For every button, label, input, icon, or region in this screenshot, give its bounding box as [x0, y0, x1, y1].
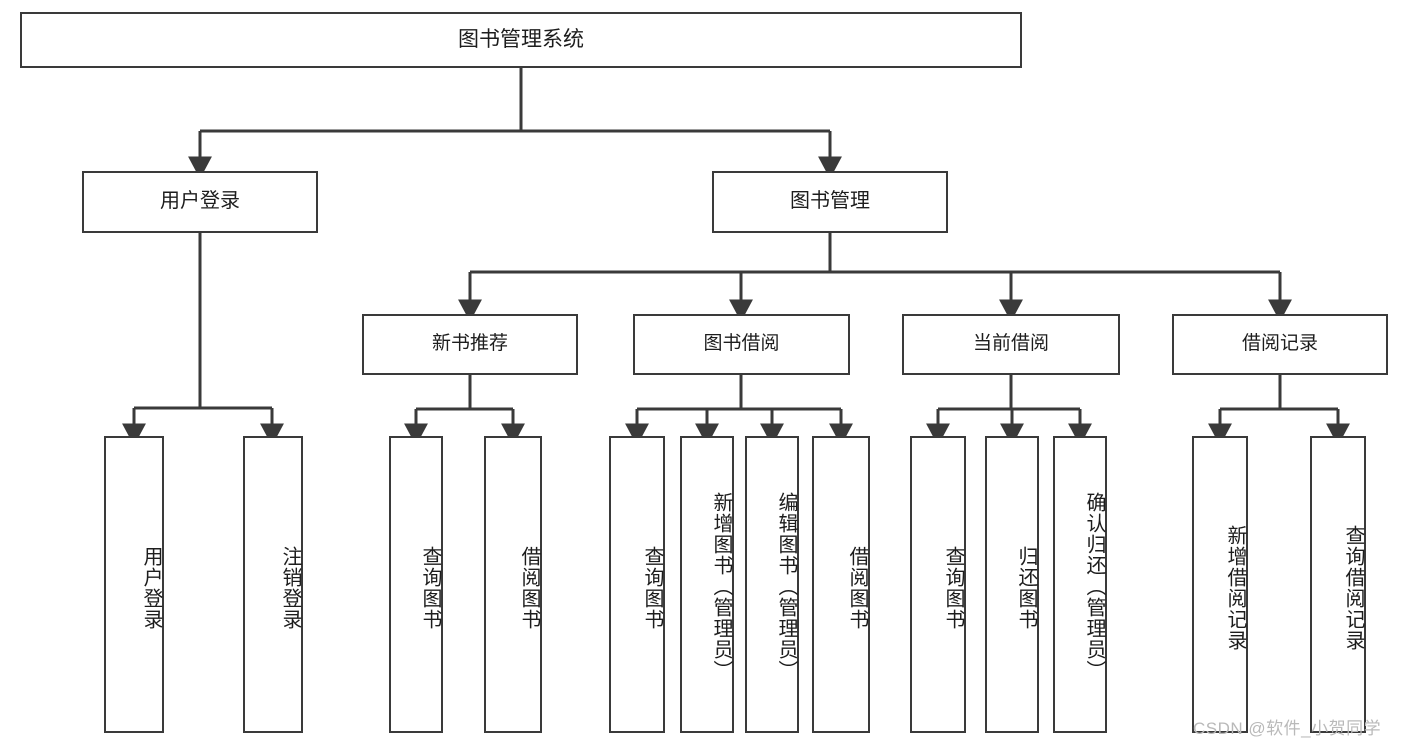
node-leaf-edit-book-admin[interactable]: 编辑图书（管理员）	[745, 436, 799, 733]
node-new-book-recommend[interactable]: 新书推荐	[362, 314, 578, 375]
node-borrow-record[interactable]: 借阅记录	[1172, 314, 1388, 375]
node-current-borrow[interactable]: 当前借阅	[902, 314, 1120, 375]
node-leaf-add-borrow-record[interactable]: 新增借阅记录	[1192, 436, 1248, 733]
node-book-borrow[interactable]: 图书借阅	[633, 314, 850, 375]
node-leaf-return-book[interactable]: 归还图书	[985, 436, 1039, 733]
node-leaf-add-book-admin[interactable]: 新增图书（管理员）	[680, 436, 734, 733]
node-leaf-query-borrow-record[interactable]: 查询借阅记录	[1310, 436, 1366, 733]
node-book-management[interactable]: 图书管理	[712, 171, 948, 233]
csdn-watermark: CSDN @软件_小贺同学	[1193, 719, 1382, 738]
node-root-book-management-system[interactable]: 图书管理系统	[20, 12, 1022, 68]
node-leaf-query-book-recommend[interactable]: 查询图书	[389, 436, 443, 733]
node-leaf-confirm-return-admin[interactable]: 确认归还（管理员）	[1053, 436, 1107, 733]
node-leaf-query-book-borrow[interactable]: 查询图书	[609, 436, 665, 733]
node-leaf-user-login[interactable]: 用户登录	[104, 436, 164, 733]
node-user-login[interactable]: 用户登录	[82, 171, 318, 233]
node-leaf-user-logout[interactable]: 注销登录	[243, 436, 303, 733]
node-leaf-borrow-book-borrow[interactable]: 借阅图书	[812, 436, 870, 733]
node-leaf-borrow-book-recommend[interactable]: 借阅图书	[484, 436, 542, 733]
node-leaf-query-book-current[interactable]: 查询图书	[910, 436, 966, 733]
